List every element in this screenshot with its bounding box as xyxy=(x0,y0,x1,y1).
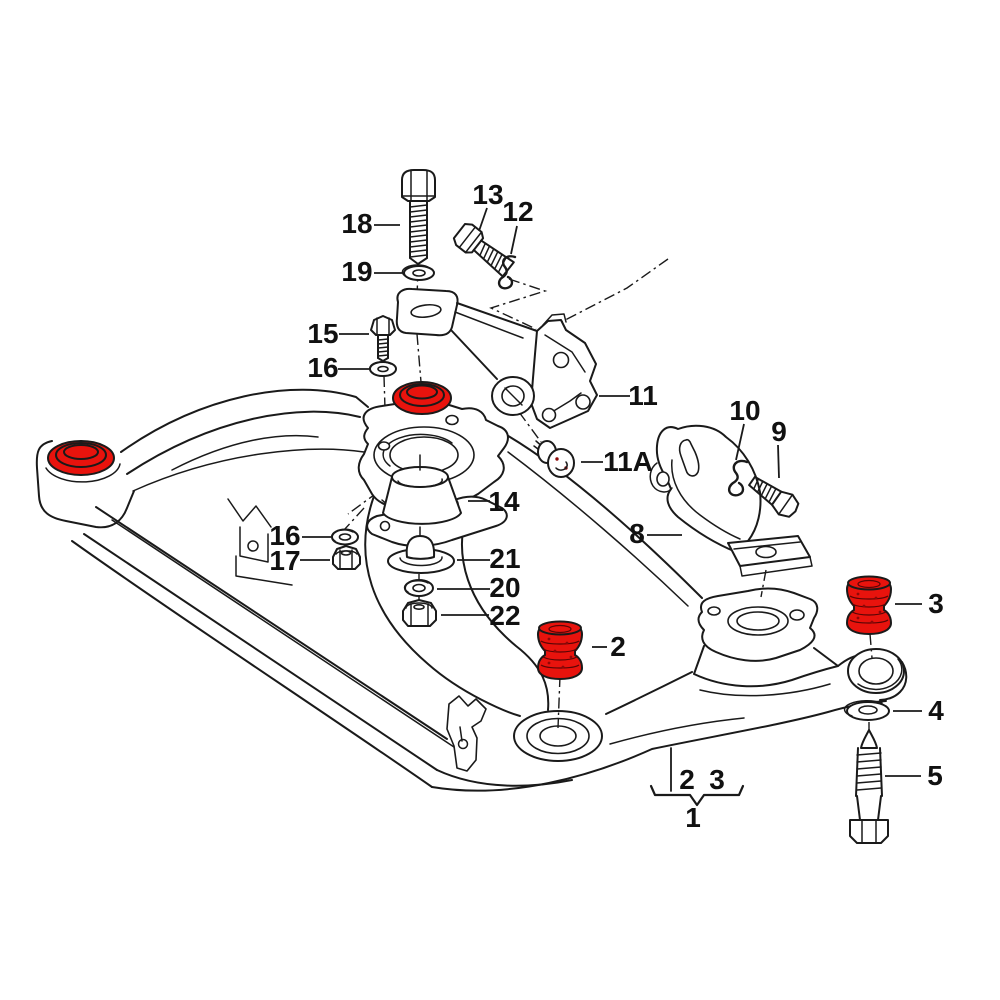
part-label-10: 10 xyxy=(729,395,760,426)
nut-22 xyxy=(402,599,437,627)
part-label-18: 18 xyxy=(341,208,372,239)
part-label-5: 5 xyxy=(927,760,943,791)
installed-bushing-front xyxy=(392,381,452,415)
bushing-3 xyxy=(846,575,892,635)
part-label-2: 2 xyxy=(610,631,626,662)
washer-4 xyxy=(843,700,890,721)
part-label-callout-3: 3 xyxy=(709,764,725,795)
callout-bracket-1 xyxy=(649,747,745,807)
part-label-21: 21 xyxy=(489,543,520,574)
washer-20 xyxy=(403,579,434,597)
part-label-15: 15 xyxy=(307,318,338,349)
clip-10 xyxy=(727,459,749,497)
part-label-17: 17 xyxy=(269,545,300,576)
engine-mount-14 xyxy=(366,454,508,548)
plug-11a xyxy=(533,440,575,478)
part-label-14: 14 xyxy=(488,486,520,517)
clip-12 xyxy=(497,255,517,290)
leader-line-13 xyxy=(478,207,488,232)
centerlines xyxy=(343,258,873,730)
bolt-9 xyxy=(748,475,800,518)
washer-19 xyxy=(401,264,435,281)
part-label-12: 12 xyxy=(502,196,533,227)
part-label-19: 19 xyxy=(341,256,372,287)
part-label-13: 13 xyxy=(472,179,503,210)
leader-line-9 xyxy=(777,444,780,479)
bushing-2 xyxy=(537,620,583,680)
part-label-8: 8 xyxy=(629,518,645,549)
bracket-8 xyxy=(649,424,813,577)
part-label-3: 3 xyxy=(928,588,944,619)
part-label-16l: 16 xyxy=(269,520,300,551)
bolt-5 xyxy=(849,729,889,844)
leader-line-10 xyxy=(735,423,745,461)
part-label-16u: 16 xyxy=(307,352,338,383)
part-label-11: 11 xyxy=(628,380,658,411)
washer-16-upper xyxy=(369,361,397,377)
part-label-20: 20 xyxy=(489,572,520,603)
bolt-15 xyxy=(370,315,396,362)
part-label-callout-2: 2 xyxy=(679,764,695,795)
part-label-4: 4 xyxy=(928,695,944,726)
bushing-21 xyxy=(387,526,455,574)
support-arm-11 xyxy=(395,287,598,429)
subframe-crossmember xyxy=(35,388,908,792)
installed-bushing-left xyxy=(47,440,115,476)
washer-16-lower xyxy=(331,528,359,546)
part-label-callout-1: 1 xyxy=(685,802,701,833)
leader-line-12 xyxy=(510,225,518,255)
nut-17 xyxy=(332,545,361,570)
part-label-22: 22 xyxy=(489,600,520,631)
part-label-9: 9 xyxy=(771,416,787,447)
bolt-18 xyxy=(401,169,436,265)
part-label-11A: 11A xyxy=(603,446,653,477)
